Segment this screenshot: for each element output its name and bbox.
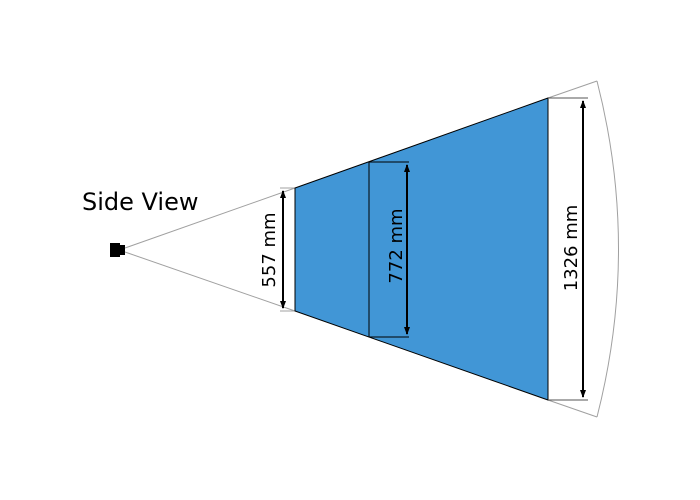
view-title: Side View bbox=[82, 188, 198, 216]
middle-section-lines bbox=[368, 97, 588, 401]
dimension-arrows bbox=[280, 100, 586, 398]
middle-dimension-label: 772 mm bbox=[386, 208, 407, 283]
camera-icon bbox=[110, 243, 125, 257]
near-dimension-label: 557 mm bbox=[259, 212, 280, 287]
coverage-area bbox=[294, 97, 549, 401]
field-of-view-guides bbox=[124, 80, 619, 418]
far-dimension-label: 1326 mm bbox=[561, 205, 582, 292]
